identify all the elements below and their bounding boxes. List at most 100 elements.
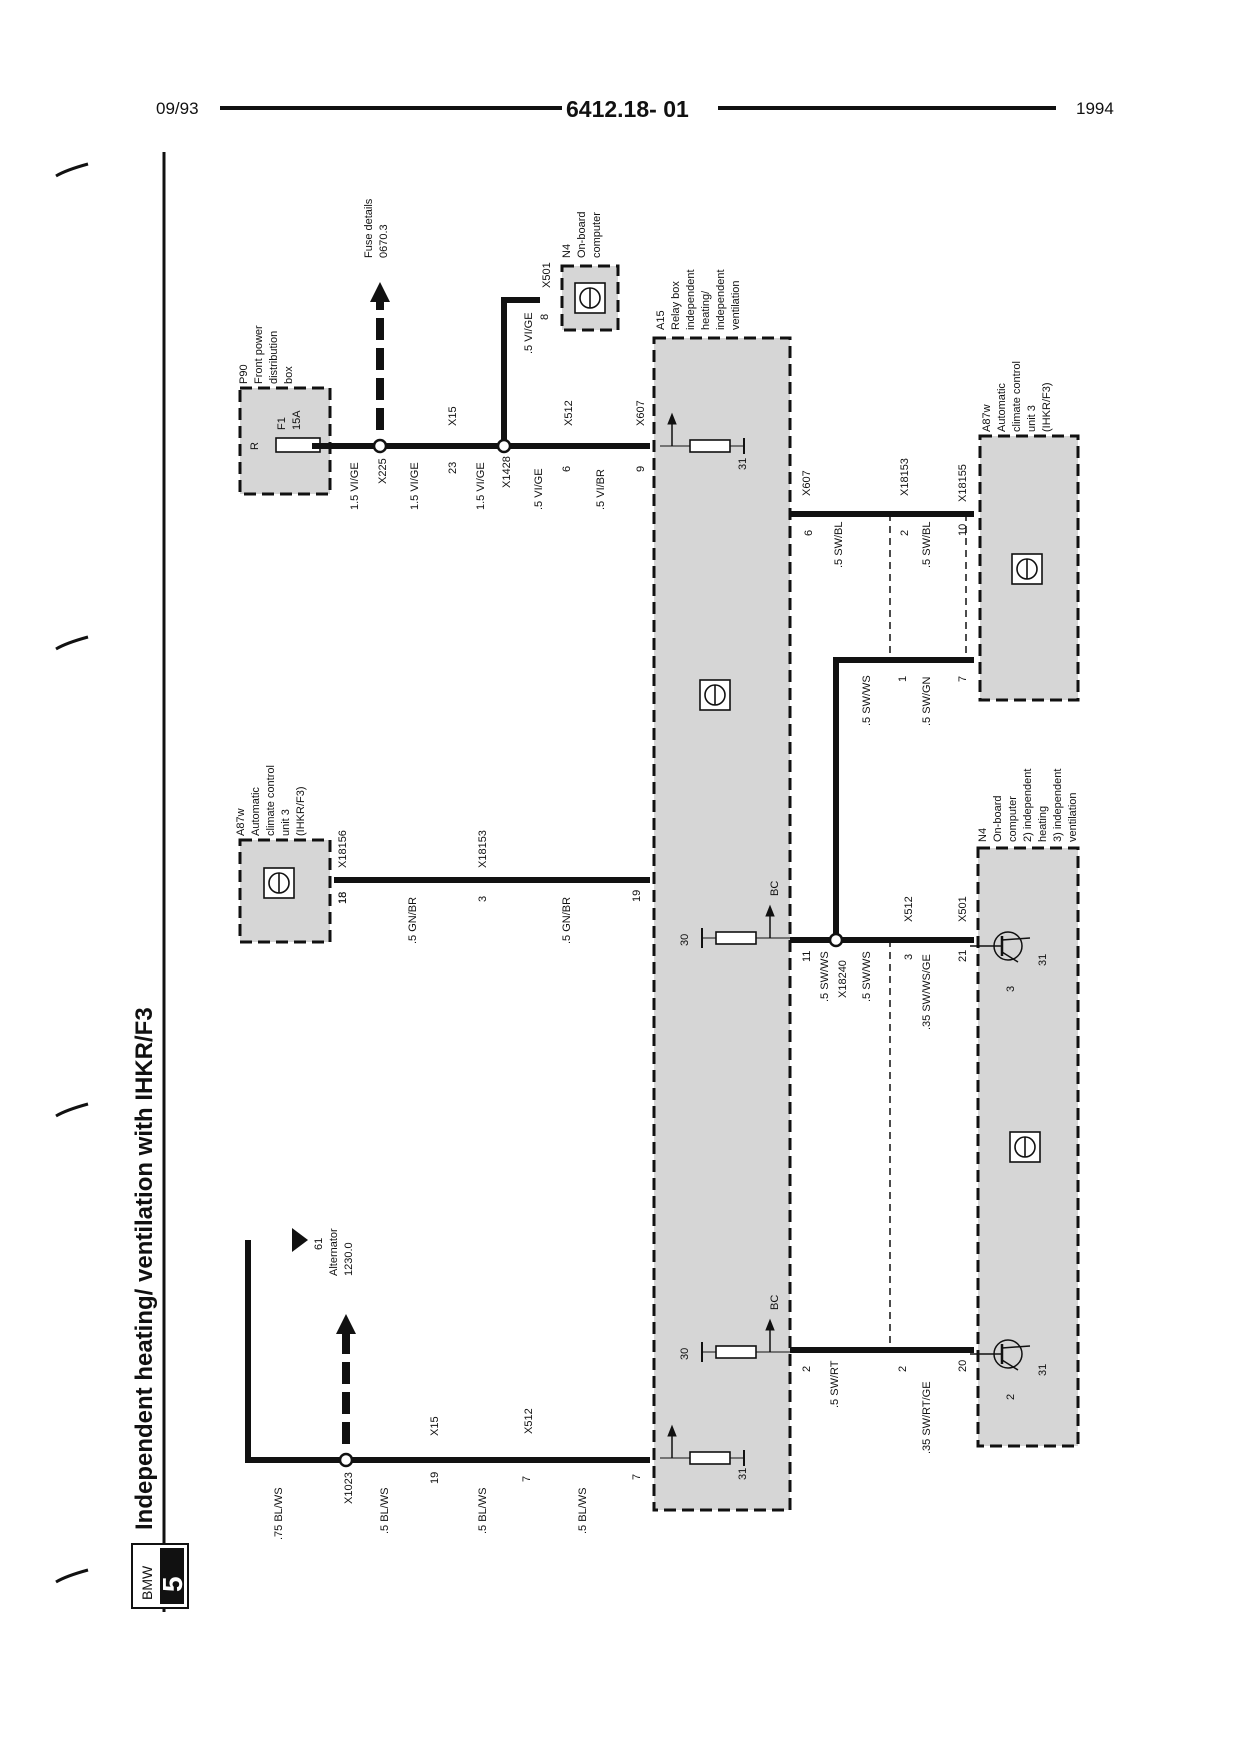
control-unit-icon — [1009, 1131, 1041, 1163]
a15-line: A15 — [655, 310, 667, 330]
transistor-pin: 31 — [1037, 954, 1049, 966]
wire-label: 2 — [899, 530, 911, 536]
control-unit-icon — [1011, 553, 1043, 585]
page-header: 09/93 6412.18- 01 1994 — [156, 96, 1114, 122]
alternator-label: 61 Alternator 1230.0 — [313, 1228, 355, 1276]
alternator-line: 1230.0 — [343, 1242, 355, 1276]
n4-line: computer — [1007, 796, 1019, 842]
wire-label: 23 — [447, 462, 459, 474]
wire-label: .5 BL/WS — [577, 1488, 589, 1534]
alternator-line: 61 — [313, 1238, 325, 1250]
wire-label: X512 — [563, 400, 575, 426]
n4-top-connector: X501 — [541, 262, 553, 288]
n4-top-line: N4 — [561, 244, 573, 258]
control-unit-icon — [574, 282, 606, 314]
wire-alternator — [245, 1240, 650, 1463]
wire-label: .35 SW/RT/GE — [921, 1381, 933, 1454]
badge-series: 5 — [157, 1576, 188, 1592]
arrow-up-icon — [370, 282, 390, 430]
p90-fuse: F1 — [276, 417, 288, 430]
a87w-line: Automatic — [250, 787, 262, 836]
wire-label: 10 — [957, 524, 969, 536]
a87w-line: unit 3 — [280, 809, 292, 836]
a87w-line: A87w — [981, 404, 993, 432]
a15-supply: 30 — [679, 934, 691, 946]
a15-line: ventilation — [730, 280, 742, 330]
wire-label: 9 — [635, 466, 647, 472]
wires — [245, 297, 974, 1463]
p90-line: P90 — [238, 364, 250, 384]
a87w-connector: X18156 — [337, 830, 349, 868]
wire-label: 19 — [429, 1472, 441, 1484]
n4-bottom-label: N4 On-board computer 2) independent heat… — [977, 769, 1079, 842]
n4-line: 2) independent — [1022, 769, 1034, 842]
p90-line: Front power — [253, 325, 265, 384]
binder-mark — [55, 1102, 89, 1118]
wire-label: X18153 — [899, 458, 911, 496]
binder-mark — [55, 162, 89, 178]
p90-label: P90 Front power distribution box R F1 15… — [238, 325, 303, 450]
control-unit-icon — [263, 867, 295, 899]
a15-bc: BC — [769, 1295, 781, 1310]
wire-labels-w4: X607 6 .5 SW/BL X18153 2 .5 SW/BL 10 — [801, 458, 969, 568]
n4-line: ventilation — [1067, 792, 1079, 842]
wire-label: 7 — [631, 1474, 643, 1480]
transistor-pin: 2 — [1005, 1394, 1017, 1400]
a87w-line: climate control — [265, 765, 277, 836]
relay-icon — [701, 1342, 790, 1362]
fuse-ref-label: Fuse details 0670.3 — [363, 198, 390, 258]
wire-sw-gn — [833, 657, 974, 940]
arrow-up-icon — [336, 1314, 356, 1444]
a87w-line: Automatic — [996, 383, 1008, 432]
badge-brand: BMW — [139, 1565, 155, 1600]
a87w-right-label: A87w Automatic climate control unit 3 (I… — [957, 361, 1053, 502]
wire-label: X225 — [377, 458, 389, 484]
a87w-left-label: A87w Automatic climate control unit 3 (I… — [235, 765, 349, 904]
wire-label: X1428 — [501, 456, 513, 488]
a15-ground: 31 — [737, 458, 749, 470]
wire-label: .5 BL/WS — [379, 1488, 391, 1534]
wire-label: X1023 — [343, 1472, 355, 1504]
wire-label: .75 BL/WS — [273, 1487, 285, 1540]
header-page-number: 6412.18- 01 — [566, 96, 689, 122]
wire-label: 20 — [957, 1360, 969, 1372]
wire-label: .5 SW/GN — [921, 676, 933, 726]
a15-line: independent — [715, 269, 727, 330]
badge-fill — [160, 1548, 184, 1604]
relay-icon — [660, 1450, 745, 1466]
a15-bc: BC — [769, 881, 781, 896]
wire-label: .5 VI/GE — [523, 312, 535, 354]
wire-label: .5 BL/WS — [477, 1488, 489, 1534]
fuse-ref-line: 0670.3 — [378, 224, 390, 258]
wire-label: .5 SW/WS — [861, 951, 873, 1002]
splice-icon — [338, 438, 844, 1468]
a15-ground: 31 — [737, 1468, 749, 1480]
transistor-pin: 3 — [1005, 986, 1017, 992]
wire-labels-w1: .75 BL/WS X1023 .5 BL/WS 19 X15 .5 BL/WS… — [273, 1408, 643, 1540]
wire-label: .5 SW/RT — [829, 1360, 841, 1408]
wire-label: 3 — [477, 896, 489, 902]
n4-line: N4 — [977, 828, 989, 842]
wire-label: 7 — [521, 1476, 533, 1482]
wire-label: 6 — [561, 466, 573, 472]
wire-label: 2 — [897, 1366, 909, 1372]
header-year: 1994 — [1076, 99, 1114, 118]
binder-mark — [55, 1568, 89, 1584]
wire-label: X15 — [447, 406, 459, 426]
n4-line: On-board — [992, 796, 1004, 842]
a87w-line: (IHKR/F3) — [1041, 383, 1053, 433]
wire-label: X18240 — [837, 960, 849, 998]
wire-label: 1.5 VI/GE — [475, 462, 487, 510]
wire-label: 1 — [897, 676, 909, 682]
relay-icon — [701, 928, 790, 948]
fuse-ref-line: Fuse details — [363, 198, 375, 258]
p90-line: box — [283, 366, 295, 384]
wire-label: .5 SW/BL — [833, 522, 845, 568]
a15-box — [652, 336, 792, 1512]
a87w-line: climate control — [1011, 361, 1023, 432]
wire-label: X15 — [429, 1416, 441, 1436]
wire-label: 1.5 VI/GE — [349, 462, 361, 510]
a15-label: A15 Relay box independent heating/ indep… — [655, 269, 781, 1480]
wire-label: .5 VI/GE — [533, 468, 545, 510]
wire-label: 19 — [631, 890, 643, 902]
